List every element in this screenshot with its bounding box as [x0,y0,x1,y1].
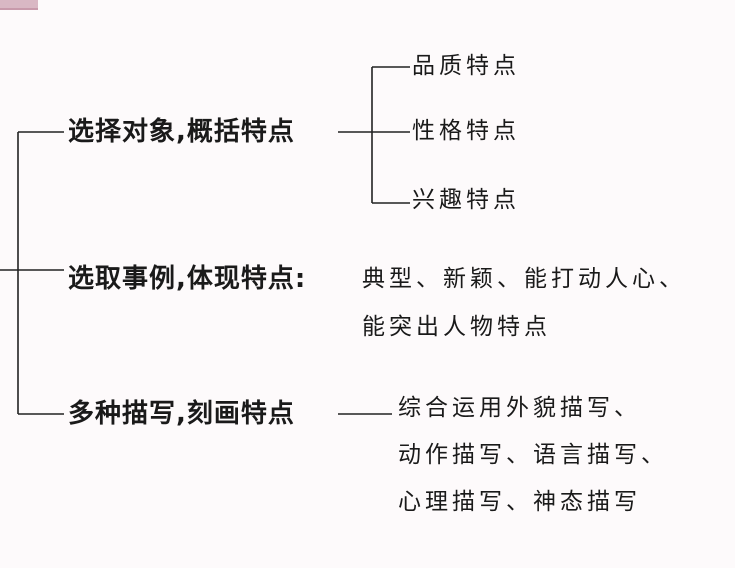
branch-2-label: 选取事例,体现特点: [68,264,307,294]
branch-2-detail-line-2: 能突出人物特点 [362,314,551,340]
sub-item-personality: 性格特点 [412,118,520,144]
branch-3-label: 多种描写,刻画特点 [68,399,295,429]
branch-3-detail-line-3: 心理描写、神态描写 [398,489,641,515]
corner-decoration [0,0,38,10]
sub-item-interest: 兴趣特点 [412,187,520,213]
sub-item-quality: 品质特点 [412,53,520,79]
branch-3-detail-line-1: 综合运用外貌描写、 [398,395,641,421]
branch-2-detail-line-1: 典型、新颖、能打动人心、 [362,266,686,292]
branch-3-detail-line-2: 动作描写、语言描写、 [398,442,668,468]
branch-1-label: 选择对象,概括特点 [68,117,295,147]
